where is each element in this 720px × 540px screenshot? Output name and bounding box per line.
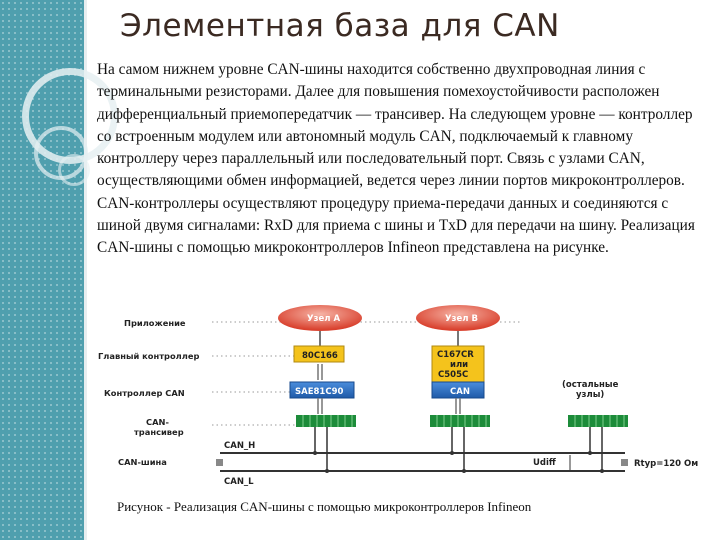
node-b-mcu-label-1: C167CR xyxy=(437,350,474,360)
transceiver-b xyxy=(430,415,490,427)
can-h-label: CAN_H xyxy=(224,441,255,451)
body-paragraph: На самом нижнем уровне CAN-шины находитс… xyxy=(97,61,695,257)
layer-label-transceiver-1: CAN- xyxy=(146,417,169,427)
node-a-arrow-2 xyxy=(317,364,323,380)
slide-title: Элементная база для CAN xyxy=(120,8,560,44)
terminator-right xyxy=(621,459,628,466)
node-b-can-box xyxy=(431,381,485,399)
node-a-can-label: SAE81C90 xyxy=(295,387,343,397)
terminator-left xyxy=(216,459,223,466)
transceiver-a xyxy=(296,415,356,427)
layer-label-main-controller: Главный контроллер xyxy=(98,351,199,361)
node-b-mcu-label-3: C505C xyxy=(438,370,468,380)
layer-label-bus: CAN-шина xyxy=(118,457,167,467)
layer-label-app: Приложение xyxy=(124,318,186,328)
node-a-oval xyxy=(278,305,362,331)
transceiver-other xyxy=(568,415,628,427)
node-a-mcu-box xyxy=(293,345,345,363)
udiff-label: Udiff xyxy=(533,458,556,468)
can-l-label: CAN_L xyxy=(224,477,254,487)
layer-label-can-controller: Контроллер CAN xyxy=(104,388,185,398)
node-b-arrow-3 xyxy=(455,398,461,414)
node-a-label: Узел А xyxy=(307,314,340,324)
node-b-mcu-label-2: или xyxy=(450,360,468,370)
sidebar-divider xyxy=(84,0,87,540)
figure-caption: Рисунок - Реализация CAN-шины с помощью … xyxy=(117,499,532,514)
other-nodes-label-1: (остальные xyxy=(562,380,619,390)
decorative-circle-small xyxy=(58,154,90,186)
layer-label-transceiver-2: трансивер xyxy=(134,427,184,437)
rtyp-label: Rtyp=120 Ом xyxy=(634,459,698,469)
other-nodes-label-2: узлы) xyxy=(576,390,604,400)
node-b-label: Узел В xyxy=(445,314,478,324)
node-b-can-label: CAN xyxy=(450,387,470,397)
node-a-arrow-3 xyxy=(317,398,323,414)
node-a-mcu-label: 80С166 xyxy=(302,351,338,361)
node-b-oval xyxy=(416,305,500,331)
